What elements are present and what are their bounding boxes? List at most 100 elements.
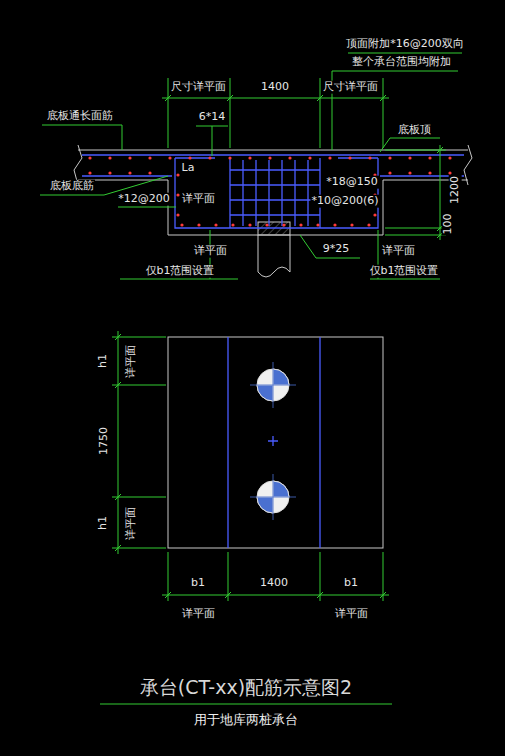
rebar-section-dot xyxy=(176,173,179,176)
dimension-value: 1200 xyxy=(449,175,462,205)
rebar-note: 整个承台范围均附加 xyxy=(351,56,452,69)
rebar-section-dot xyxy=(333,223,336,226)
concrete-outline xyxy=(258,267,290,277)
rebar-section-dot xyxy=(368,156,371,159)
dimension-value: 1750 xyxy=(98,426,111,456)
rebar-section-dot xyxy=(108,156,111,159)
rebar-section-dot xyxy=(388,171,391,174)
reference-note: 详平面 xyxy=(334,608,369,621)
leader-line xyxy=(332,53,462,150)
rebar-section-dot xyxy=(350,223,353,226)
rebar-section-dot xyxy=(388,156,391,159)
rebar-section-dot xyxy=(88,156,451,226)
rebar-section-dot xyxy=(428,156,431,159)
dimension-value: 1400 xyxy=(259,577,289,590)
dimension-line xyxy=(100,78,446,704)
rebar-spec: 9*25 xyxy=(322,243,351,256)
rebar-section-dot xyxy=(88,156,91,159)
rebar-section-dot xyxy=(367,223,370,226)
rebar-section-dot xyxy=(248,156,251,159)
rebar-section-dot xyxy=(188,156,191,159)
leader-line xyxy=(42,125,122,150)
dimension-line xyxy=(100,704,392,705)
leader-line xyxy=(118,207,176,208)
rebar-section-dot xyxy=(328,156,331,159)
rebar-callout: 底板通长面筋 xyxy=(46,110,114,123)
rebar-section-dot xyxy=(299,223,302,226)
reference-note: 详平面 xyxy=(381,245,416,258)
rebar-section-dot xyxy=(176,193,179,196)
rebar-section-dot xyxy=(214,223,217,226)
dimension-value: 1400 xyxy=(260,81,290,94)
rebar-section-dot xyxy=(108,171,111,174)
rebar-section-dot xyxy=(282,223,285,226)
concrete-outline xyxy=(74,145,472,548)
dimension-symbol: b1 xyxy=(343,577,359,590)
rebar xyxy=(228,337,320,548)
rebar-section-dot xyxy=(168,156,171,159)
rebar-spec: *18@150 xyxy=(325,176,379,189)
rebar-section-dot xyxy=(288,156,291,159)
rebar-section-dot xyxy=(373,213,376,216)
reference-note: 详平面 xyxy=(181,608,216,621)
drawing-caption: 用于地库两桩承台 xyxy=(194,711,298,729)
reference-note: 详平面 xyxy=(125,344,138,379)
dimension-symbol: b1 xyxy=(190,577,206,590)
dimension-text: 尺寸详平面 xyxy=(170,81,227,94)
rebar-section-dot xyxy=(428,171,431,174)
rebar-callout: 底板底筋 xyxy=(49,180,95,193)
dimension-line xyxy=(162,552,389,601)
dimension-line xyxy=(165,592,386,598)
rebar-section-dot xyxy=(308,156,311,159)
leader-line xyxy=(40,53,462,279)
rebar-section-dot xyxy=(197,223,200,226)
dimension-line xyxy=(162,98,389,99)
rebar xyxy=(230,158,320,228)
concrete-outline xyxy=(78,180,468,181)
rebar xyxy=(82,155,464,548)
stirrup-spec: *10@200(6) xyxy=(310,195,379,208)
scope-note: 仅b1范围设置 xyxy=(369,265,440,278)
dimension-line xyxy=(112,331,166,554)
leader-line xyxy=(120,230,238,279)
scope-note: 仅b1范围设置 xyxy=(145,265,216,278)
rebar-section-dot xyxy=(316,223,319,226)
rebar-section-dot xyxy=(180,223,183,226)
rebar-section-dot xyxy=(348,156,351,159)
rebar xyxy=(82,154,464,155)
pile-symbol xyxy=(250,362,296,520)
rebar xyxy=(82,175,464,176)
reference-note: 详平面 xyxy=(193,245,228,258)
dimension-line xyxy=(115,334,121,551)
dimension-symbol: h1 xyxy=(97,353,110,369)
dimension-value: 100 xyxy=(442,213,455,236)
dimension-symbol: h1 xyxy=(97,515,110,531)
anchor-length: La xyxy=(181,162,196,175)
rebar-section-dot xyxy=(148,171,151,174)
dimension-line xyxy=(385,145,446,240)
reference-note: 详平面 xyxy=(125,506,138,541)
rebar-section-dot xyxy=(268,156,271,159)
reference-note: 详平面 xyxy=(181,193,216,206)
concrete-outline xyxy=(258,235,290,272)
pile-symbol xyxy=(250,362,296,520)
rebar-section-dot xyxy=(265,223,268,226)
rebar-section-dot xyxy=(208,156,211,159)
rebar-spec: *12@200 xyxy=(117,193,171,206)
dimension-line xyxy=(168,78,383,148)
rebar-section-dot xyxy=(408,171,411,174)
rebar-section-dot xyxy=(408,156,411,159)
leader-line xyxy=(196,126,228,156)
leader-line xyxy=(380,138,440,152)
dimension-line xyxy=(165,95,386,101)
rebar-section-dot xyxy=(248,223,251,226)
rebar-section-dot xyxy=(231,223,234,226)
concrete-outline xyxy=(464,145,472,185)
rebar-section-dot xyxy=(148,156,151,159)
concrete-outline xyxy=(168,337,383,548)
rebar xyxy=(175,158,378,228)
drawing-title: 承台(CT-xx)配筋示意图2 xyxy=(140,675,352,701)
dimension-text: 尺寸详平面 xyxy=(322,81,379,94)
rebar-section-dot xyxy=(128,171,131,174)
